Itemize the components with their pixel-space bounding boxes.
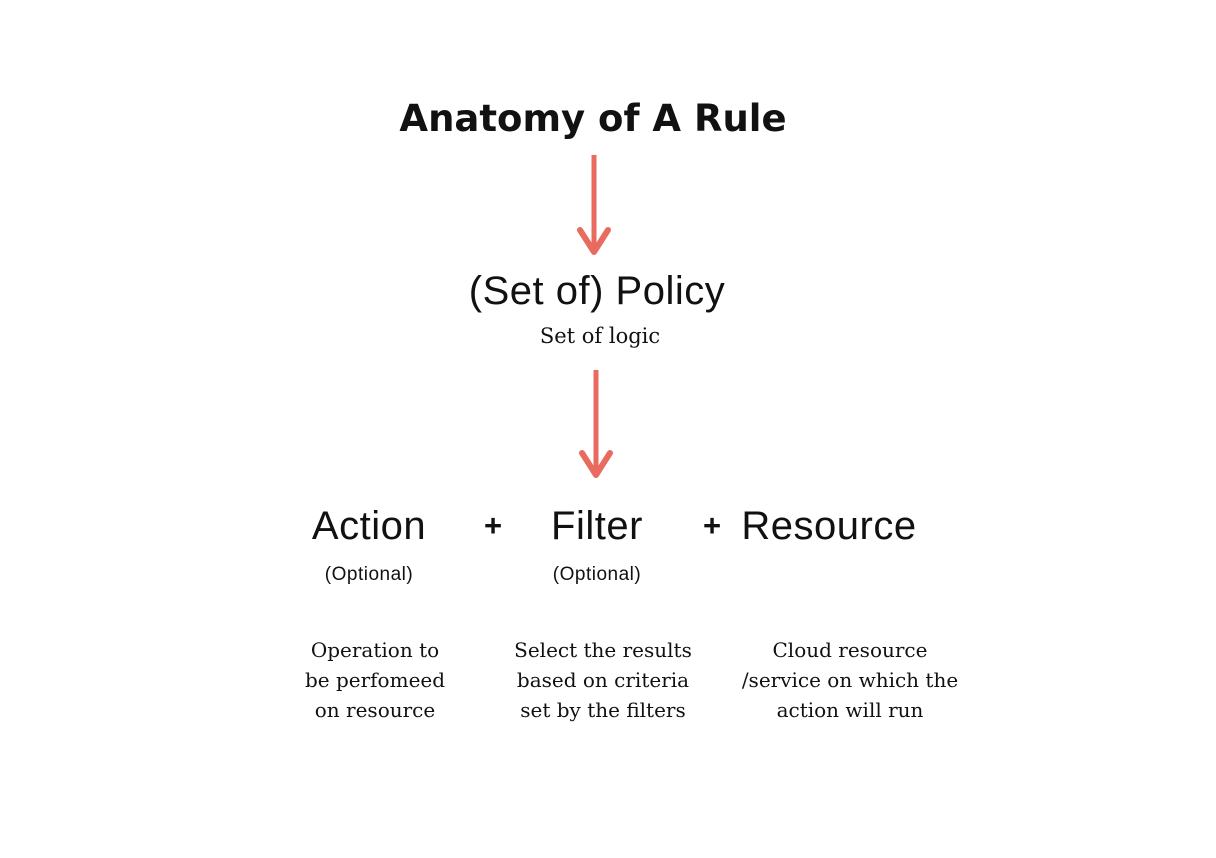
policy-label: (Set of) Policy <box>468 269 726 313</box>
diagram-title: Anatomy of A Rule <box>399 97 787 140</box>
policy-sublabel: Set of logic <box>539 324 661 348</box>
component-description-filter: Select the results based on criteria set… <box>514 638 692 722</box>
down-arrow-icon <box>575 153 613 257</box>
plus-sign: + <box>702 508 722 543</box>
component-label-resource: Resource <box>741 504 917 548</box>
component-label-action: Action <box>311 504 427 548</box>
plus-sign: + <box>483 508 503 543</box>
component-description-action: Operation to be perfomeed on resource <box>304 638 446 722</box>
component-label-filter: Filter <box>551 504 643 548</box>
down-arrow-icon <box>577 368 615 480</box>
component-description-resource: Cloud resource /service on which the act… <box>741 638 959 722</box>
optional-qualifier-filter: (Optional) <box>552 564 642 585</box>
optional-qualifier-action: (Optional) <box>324 564 414 585</box>
